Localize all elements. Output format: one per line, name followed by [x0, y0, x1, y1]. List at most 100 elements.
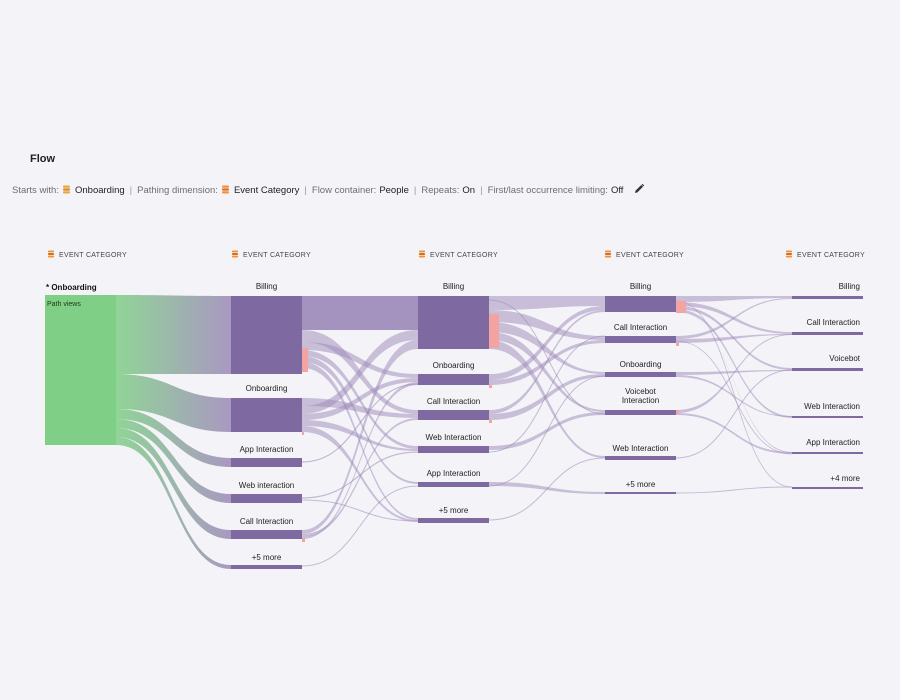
occurrence-limiting-value[interactable]: Off [610, 185, 624, 196]
node-voicebot[interactable] [792, 368, 863, 371]
node-call-interaction[interactable] [231, 530, 302, 539]
flow-link [489, 310, 605, 414]
flow-link [301, 499, 419, 522]
flow-links [116, 295, 793, 569]
flow-link [302, 426, 418, 522]
dimension-icon [231, 250, 239, 260]
column-header-5[interactable]: EVENT CATEGORY [785, 250, 865, 260]
column-header-label: EVENT CATEGORY [430, 251, 498, 259]
flow-link [489, 322, 605, 374]
path-views-label: Path views [47, 301, 81, 308]
exit-marker [676, 343, 679, 346]
node-billing[interactable] [418, 296, 489, 349]
column-header-3[interactable]: EVENT CATEGORY [418, 250, 498, 260]
node-5-more[interactable] [418, 518, 489, 523]
flow-link [489, 296, 605, 310]
node-label: Onboarding [620, 360, 662, 369]
flow-link [675, 300, 793, 488]
flow-link [302, 330, 418, 414]
column-header-label: EVENT CATEGORY [616, 251, 684, 259]
exit-marker [489, 385, 492, 388]
node-label: Web interaction [239, 481, 294, 490]
flow-link [302, 342, 418, 378]
flow-link [676, 298, 792, 339]
flow-link [489, 340, 605, 458]
flow-link [116, 428, 231, 539]
node-label: App Interaction [427, 469, 481, 478]
dimension-icon [604, 250, 612, 260]
node-label: Billing [443, 282, 464, 291]
column-header-1[interactable]: EVENT CATEGORY [47, 250, 127, 260]
node-web-interaction[interactable] [231, 494, 302, 503]
node-billing[interactable] [605, 296, 676, 312]
flow-link [301, 451, 419, 499]
flow-link [116, 295, 231, 374]
starts-with-value[interactable]: Onboarding [75, 185, 125, 196]
node-web-interaction[interactable] [605, 456, 676, 460]
flow-link [489, 482, 605, 494]
flow-nodes [45, 295, 863, 569]
column-header-2[interactable]: EVENT CATEGORY [231, 250, 311, 260]
node-onboarding[interactable] [605, 372, 676, 377]
repeats-label: Repeats: [421, 185, 460, 196]
column-header-label: EVENT CATEGORY [243, 251, 311, 259]
node-voicebot-interaction[interactable] [605, 410, 676, 415]
flow-container-value[interactable]: People [379, 185, 409, 196]
node-onboarding[interactable] [418, 374, 489, 385]
flow-container-label: Flow container: [311, 185, 377, 196]
page-title: Flow [30, 153, 56, 165]
node-call-interaction[interactable] [605, 336, 676, 343]
pathing-dimension-label: Pathing dimension: [137, 185, 218, 196]
flow-link [488, 457, 606, 521]
flow-link [676, 296, 792, 302]
start-node-label: * Onboarding [46, 283, 97, 292]
flow-link [302, 382, 418, 539]
flow-link [676, 413, 792, 454]
flow-link [302, 296, 418, 330]
node-billing[interactable] [792, 296, 863, 299]
repeats-value[interactable]: On [462, 185, 476, 196]
node-label: Onboarding [433, 361, 475, 370]
occurrence-limiting-label: First/last occurrence limiting: [487, 185, 608, 196]
node-label: Onboarding [246, 384, 288, 393]
node-label: App Interaction [806, 438, 860, 447]
pathing-dimension-value[interactable]: Event Category [233, 185, 300, 196]
node-onboarding[interactable] [231, 398, 302, 432]
node-call-interaction[interactable] [792, 332, 863, 335]
node-label: Call Interaction [427, 397, 480, 406]
node-web-interaction[interactable] [792, 416, 863, 418]
column-header-label: EVENT CATEGORY [59, 251, 127, 259]
pencil-icon[interactable] [633, 183, 645, 198]
node-app-interaction[interactable] [418, 482, 489, 487]
node-app-interaction[interactable] [792, 452, 863, 454]
start-node[interactable] [45, 295, 116, 445]
node-4-more[interactable] [792, 487, 863, 489]
dimension-icon [418, 250, 426, 260]
node-label: Billing [839, 282, 860, 291]
node-5-more[interactable] [231, 565, 302, 569]
flow-link [302, 356, 418, 484]
flow-link [301, 485, 419, 567]
exit-marker [302, 348, 308, 372]
flow-link [488, 299, 606, 415]
flow-link [675, 369, 793, 459]
node-call-interaction[interactable] [418, 410, 489, 420]
flow-link [116, 409, 231, 467]
column-header-4[interactable]: EVENT CATEGORY [604, 250, 684, 260]
flow-link [301, 383, 419, 463]
node-billing[interactable] [231, 296, 302, 374]
dimension-icon [47, 250, 55, 260]
node-5-more[interactable] [605, 492, 676, 494]
node-label: +5 more [626, 480, 656, 489]
node-label: Web Interaction [613, 444, 669, 453]
node-label: Web Interaction [804, 402, 860, 411]
node-app-interaction[interactable] [231, 458, 302, 467]
flow-link [116, 419, 231, 503]
flow-link [116, 437, 231, 569]
node-web-interaction[interactable] [418, 446, 489, 453]
flow-link [676, 309, 792, 418]
flow-link [489, 332, 605, 412]
node-label: App Interaction [240, 445, 294, 454]
